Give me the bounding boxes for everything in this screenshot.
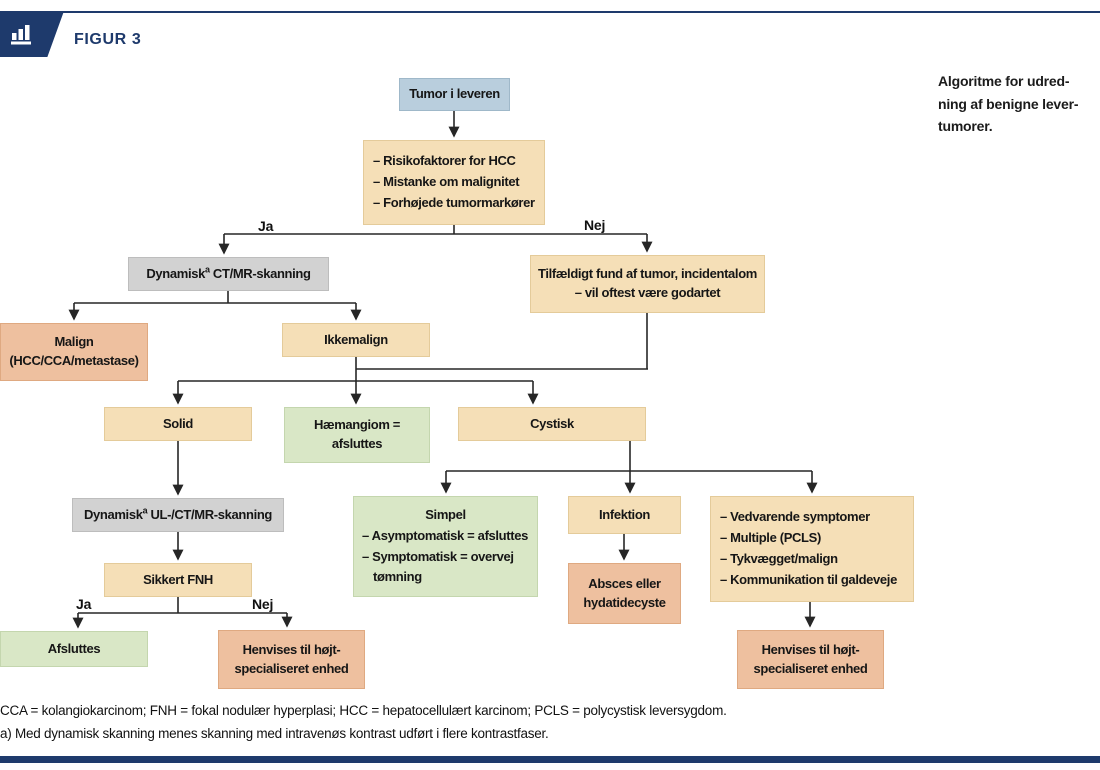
footnote-abbreviations: CCA = kolangiokarcinom; FNH = fokal nodu… [0,703,727,718]
flow-node-cystisk-label: Cystisk [530,415,574,431]
flow-node-sikkert-fnh: Sikkert FNH [104,563,252,597]
flow-node-dynamisk-ul-ct-mr: Dynamiska UL-/CT/MR-skanning [72,498,284,532]
flow-node-malign: Malign (HCC/CCA/metastase) [0,323,148,381]
flow-node-tilfaeldigt-fund-label: Tilfældigt fund af tumor, incidentalom –… [537,266,757,300]
footnote-dynamisk: a) Med dynamisk skanning menes skanning … [0,726,549,741]
top-rule [0,11,1100,13]
flow-node-henvises-2: Henvises til højt- specialiseret enhed [737,630,884,689]
vedvarende-item: – Multiple (PCLS) [720,530,821,546]
flow-node-infektion-label: Infektion [598,506,650,522]
flow-node-dynamisk-ct-mr: Dynamiska CT/MR-skanning [128,257,329,291]
figure-badge [0,11,64,57]
flow-node-afsluttes-label: Afsluttes [47,640,101,656]
flow-node-solid: Solid [104,407,252,441]
flow-node-infektion: Infektion [568,496,681,534]
flow-node-malign-label: Malign (HCC/CCA/metastase) [9,334,139,368]
flow-node-absces: Absces eller hydatidecyste [568,563,681,624]
flow-node-risikofaktorer: – Risikofaktorer for HCC – Mistanke om m… [363,140,545,225]
figure-caption: Algoritme for udred- ning af benigne lev… [938,73,1079,135]
flow-node-dynamisk-ul-ct-mr-label: Dynamiska UL-/CT/MR-skanning [83,505,273,522]
flow-node-tilfaeldigt-fund: Tilfældigt fund af tumor, incidentalom –… [530,255,765,313]
flow-node-haemangiom: Hæmangiom = afsluttes [284,407,430,463]
bar-chart-icon [11,25,31,45]
flow-node-cystisk: Cystisk [458,407,646,441]
flow-node-solid-label: Solid [162,415,194,431]
flow-node-henvises-2-label: Henvises til højt- specialiseret enhed [753,641,868,676]
risk-item: – Mistanke om malignitet [373,174,520,190]
simpel-item: – Asymptomatisk = afsluttes [362,527,528,543]
bottom-rule [0,756,1100,763]
vedvarende-item: – Kommunikation til galdeveje [720,571,897,587]
flow-node-haemangiom-label: Hæmangiom = afsluttes [313,417,401,451]
flow-node-simpel-title: Simpel [425,506,466,522]
branch-label-nej-fnh: Nej [252,596,274,612]
flow-node-tumor: Tumor i leveren [399,78,510,111]
flow-node-ikkemalign-label: Ikkemalign [324,331,388,347]
flow-node-dynamisk-ct-mr-label: Dynamiska CT/MR-skanning [146,264,311,281]
figure-label: FIGUR 3 [74,31,142,48]
risk-item: – Risikofaktorer for HCC [373,153,516,169]
branch-label-nej-top: Nej [584,217,606,233]
branch-label-ja-fnh: Ja [76,596,92,612]
vedvarende-item: – Tykvægget/malign [720,551,838,566]
flow-node-simpel: Simpel – Asymptomatisk = afsluttes – Sym… [353,496,538,597]
flow-node-afsluttes: Afsluttes [0,631,148,667]
branch-label-ja-top: Ja [258,218,274,234]
vedvarende-item: – Vedvarende symptomer [720,509,870,525]
flow-node-ikkemalign: Ikkemalign [282,323,430,357]
flow-node-sikkert-fnh-label: Sikkert FNH [143,571,213,587]
simpel-item: – Symptomatisk = overvej tømning [362,548,514,585]
risk-item: – Forhøjede tumormarkører [373,194,535,210]
flow-node-vedvarende: – Vedvarende symptomer – Multiple (PCLS)… [710,496,914,602]
flow-node-henvises-1: Henvises til højt- specialiseret enhed [218,630,365,689]
flow-node-henvises-1-label: Henvises til højt- specialiseret enhed [234,641,349,676]
flow-node-absces-label: Absces eller hydatidecyste [583,575,666,610]
flow-node-tumor-label: Tumor i leveren [409,86,500,102]
